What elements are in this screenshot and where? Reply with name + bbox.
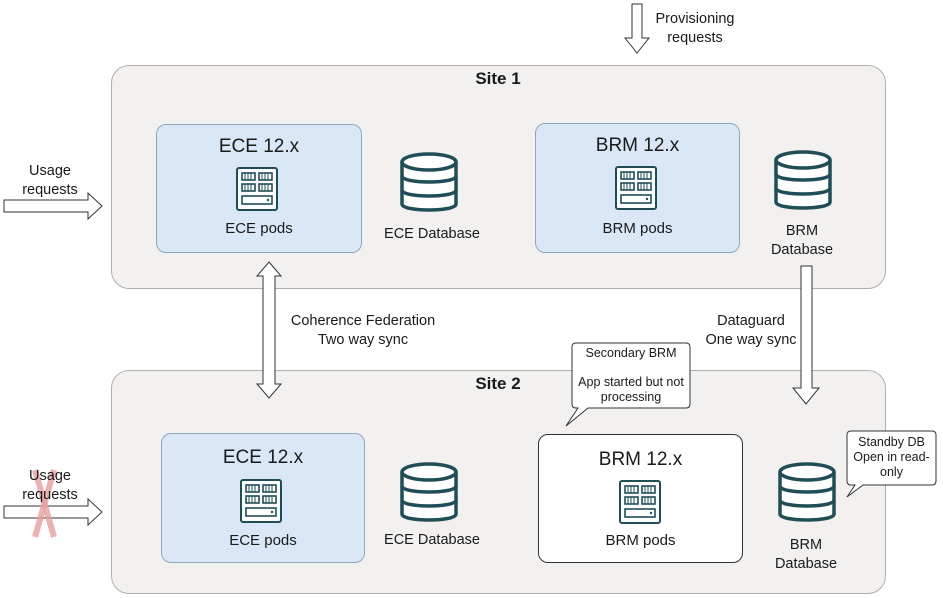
site2-usage-line1: Usage bbox=[29, 468, 71, 484]
site2-brm-db-line2: Database bbox=[774, 556, 838, 572]
site1-usage-arrow-icon bbox=[3, 191, 103, 221]
secondary-brm-callout-line3: processing bbox=[600, 390, 662, 404]
site1-brm-db-line1: BRM bbox=[785, 223, 819, 239]
site2-brm-database-label: BRM Database bbox=[764, 536, 848, 574]
provisioning-arrow-icon bbox=[623, 3, 651, 54]
site1-ece-database-icon bbox=[400, 152, 458, 212]
provisioning-label-line2: requests bbox=[667, 30, 723, 46]
dataguard-label: Dataguard One way sync bbox=[696, 312, 806, 350]
site2-ece-title: ECE 12.x bbox=[222, 447, 304, 468]
secondary-brm-callout-line2: App started but not bbox=[578, 375, 684, 389]
standby-db-callout-line2: Open in read- bbox=[853, 450, 930, 464]
site1-usage-line1: Usage bbox=[29, 163, 71, 179]
site2-title: Site 2 bbox=[475, 374, 521, 393]
site2-usage-line2: requests bbox=[22, 487, 78, 503]
dataguard-line2: One way sync bbox=[705, 332, 797, 348]
standby-db-callout-line3: only bbox=[880, 465, 903, 479]
blocked-x-icon bbox=[32, 469, 57, 538]
site1-brm-server-icon bbox=[615, 166, 657, 210]
dataguard-line1: Dataguard bbox=[717, 313, 785, 329]
site2-brm-pods-label: BRM pods bbox=[605, 532, 676, 549]
site2-ece-database-label: ECE Database bbox=[384, 532, 480, 548]
provisioning-label: Provisioning requests bbox=[640, 10, 750, 48]
site1-usage-label: Usage requests bbox=[10, 162, 90, 200]
site1-ece-pods-label: ECE pods bbox=[225, 220, 293, 237]
site2-ece-database-icon bbox=[400, 462, 458, 522]
coherence-line1: Coherence Federation bbox=[290, 313, 436, 329]
site2-brm-database-icon bbox=[778, 462, 836, 522]
standby-db-callout-text: Standby DB Open in read- only bbox=[847, 435, 936, 480]
coherence-label: Coherence Federation Two way sync bbox=[278, 312, 448, 350]
site1-brm-database-icon bbox=[774, 150, 832, 210]
site1-brm-pods-label: BRM pods bbox=[602, 220, 673, 237]
site1-ece-server-icon bbox=[236, 167, 278, 211]
site2-brm-server-icon bbox=[619, 480, 661, 524]
provisioning-label-line1: Provisioning bbox=[655, 11, 735, 27]
site1-brm-title: BRM 12.x bbox=[595, 135, 680, 156]
site2-ece-server-icon bbox=[240, 479, 282, 523]
standby-db-callout-icon bbox=[846, 430, 937, 498]
coherence-double-arrow-icon bbox=[255, 261, 283, 399]
site1-ece-title: ECE 12.x bbox=[218, 136, 300, 157]
site2-brm-title: BRM 12.x bbox=[598, 449, 683, 470]
site1-ece-database-label: ECE Database bbox=[384, 226, 480, 242]
site1-title: Site 1 bbox=[475, 69, 521, 88]
site2-brm-db-line1: BRM bbox=[789, 537, 823, 553]
coherence-line2: Two way sync bbox=[317, 332, 409, 348]
site1-brm-db-line2: Database bbox=[770, 242, 834, 258]
site2-usage-label: Usage requests bbox=[10, 467, 90, 505]
site1-brm-database-label: BRM Database bbox=[760, 222, 844, 260]
standby-db-callout-line1: Standby DB bbox=[858, 435, 925, 449]
secondary-brm-callout-text: Secondary BRM App started but not proces… bbox=[572, 346, 690, 405]
dataguard-arrow-icon bbox=[791, 265, 821, 405]
secondary-brm-callout-icon bbox=[565, 342, 691, 427]
secondary-brm-callout-line1: Secondary BRM bbox=[585, 346, 677, 360]
site2-usage-arrow-icon bbox=[3, 497, 103, 527]
site1-usage-line2: requests bbox=[22, 182, 78, 198]
site2-ece-pods-label: ECE pods bbox=[229, 532, 297, 549]
